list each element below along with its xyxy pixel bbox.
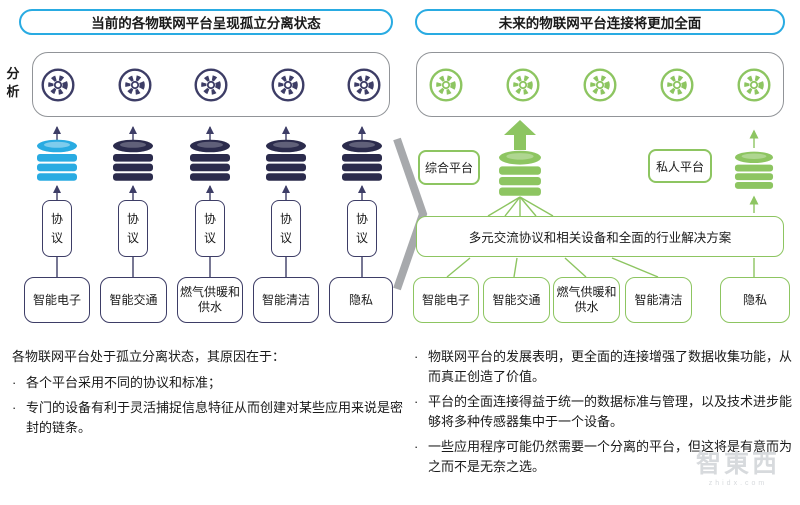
bullet-item: · 物联网平台的发展表明，更全面的连接增强了数据收集功能，从而真正创造了价值。 xyxy=(414,347,794,386)
bullet-marker: · xyxy=(414,394,419,409)
left-title-text: 当前的各物联网平台呈现孤立分离状态 xyxy=(91,16,321,31)
database-icon xyxy=(112,139,154,181)
protocol-label: 协议 xyxy=(355,211,368,245)
platform-box-gas-heating-water: 燃气供暖和供水 xyxy=(177,277,243,323)
big-up-arrow-icon xyxy=(504,120,536,150)
watermark-logo: 智東西 xyxy=(695,450,780,478)
private-platform-box: 私人平台 xyxy=(648,149,712,183)
integrated-platform-box: 综合平台 xyxy=(418,150,480,185)
protocol-box: 协议 xyxy=(271,200,301,257)
bullet-text: 一些应用程序可能仍然需要一个分离的平台，但这将是有意而为之而不是无奈之选。 xyxy=(428,439,793,474)
gear-icon xyxy=(41,67,75,102)
platform-box-smart-cleaning: 智能清洁 xyxy=(625,277,692,323)
bullet-item: · 一些应用程序可能仍然需要一个分离的平台，但这将是有意而为之而不是无奈之选。 xyxy=(414,437,794,476)
bullet-marker: · xyxy=(12,400,17,415)
watermark-domain: zhidx.com xyxy=(708,480,768,487)
right-notes: · 物联网平台的发展表明，更全面的连接增强了数据收集功能，从而真正创造了价值。 … xyxy=(414,347,794,476)
platform-box-smart-transport: 智能交通 xyxy=(483,277,550,323)
platform-box-smart-electronics: 智能电子 xyxy=(24,277,90,323)
database-icon xyxy=(265,139,307,181)
left-title: 当前的各物联网平台呈现孤立分离状态 xyxy=(19,9,393,35)
bullet-item: · 平台的全面连接得益于统一的数据标准与管理，以及技术进步能够将多种传感器集中于… xyxy=(414,392,794,431)
gear-icon xyxy=(270,67,305,102)
database-icon xyxy=(189,139,231,181)
bullet-text: 物联网平台的发展表明，更全面的连接增强了数据收集功能，从而真正创造了价值。 xyxy=(428,349,793,384)
platform-box-smart-transport: 智能交通 xyxy=(100,277,167,323)
gear-icon xyxy=(194,67,228,102)
left-notes-heading: 各物联网平台处于孤立分离状态，其原因在于： xyxy=(12,349,286,364)
left-analytics-frame xyxy=(32,52,390,117)
gear-icon xyxy=(737,67,771,102)
solution-box: 多元交流协议和相关设备和全面的行业解决方案 xyxy=(416,216,784,257)
analysis-label: 分析 xyxy=(6,66,20,99)
gear-icon xyxy=(347,67,381,102)
protocol-box: 协议 xyxy=(42,200,72,257)
database-icon xyxy=(341,139,383,181)
gear-icon xyxy=(660,67,694,102)
bullet-marker: · xyxy=(12,374,17,390)
protocol-label: 协议 xyxy=(50,211,63,245)
gear-icon xyxy=(117,67,152,102)
platform-box-privacy: 隐私 xyxy=(329,277,393,323)
bullet-marker: · xyxy=(414,439,419,454)
platform-box-smart-electronics: 智能电子 xyxy=(413,277,479,323)
bullet-text: 专门的设备有利于灵活捕捉信息特征从而创建对某些应用来说是密封的链条。 xyxy=(26,400,404,435)
protocol-label: 协议 xyxy=(279,211,292,245)
right-title: 未来的物联网平台连接将更加全面 xyxy=(415,9,785,35)
platform-box-gas-heating-water: 燃气供暖和供水 xyxy=(553,277,620,323)
protocol-box: 协议 xyxy=(347,200,377,257)
bullet-marker: · xyxy=(414,349,419,364)
database-icon xyxy=(36,139,78,181)
bullet-item: · 各个平台采用不同的协议和标准； xyxy=(12,373,404,393)
bullet-text: 平台的全面连接得益于统一的数据标准与管理，以及技术进步能够将多种传感器集中于一个… xyxy=(428,394,793,429)
platform-box-privacy: 隐私 xyxy=(720,277,790,323)
right-analytics-frame xyxy=(416,52,784,117)
gear-icon xyxy=(429,67,463,102)
platform-box-smart-cleaning: 智能清洁 xyxy=(253,277,319,323)
protocol-label: 协议 xyxy=(126,211,139,245)
gear-icon xyxy=(506,67,540,102)
protocol-box: 协议 xyxy=(195,200,225,257)
protocol-label: 协议 xyxy=(203,211,216,245)
bullet-item: · 专门的设备有利于灵活捕捉信息特征从而创建对某些应用来说是密封的链条。 xyxy=(12,398,404,437)
right-title-text: 未来的物联网平台连接将更加全面 xyxy=(498,16,702,31)
left-notes: 各物联网平台处于孤立分离状态，其原因在于： · 各个平台采用不同的协议和标准； … xyxy=(12,347,404,437)
database-icon xyxy=(498,150,542,196)
protocol-box: 协议 xyxy=(118,200,148,257)
gear-icon xyxy=(583,67,617,102)
database-icon xyxy=(734,151,774,189)
bullet-text: 各个平台采用不同的协议和标准； xyxy=(26,374,222,390)
watermark: 智東西 zhidx.com xyxy=(682,450,794,488)
